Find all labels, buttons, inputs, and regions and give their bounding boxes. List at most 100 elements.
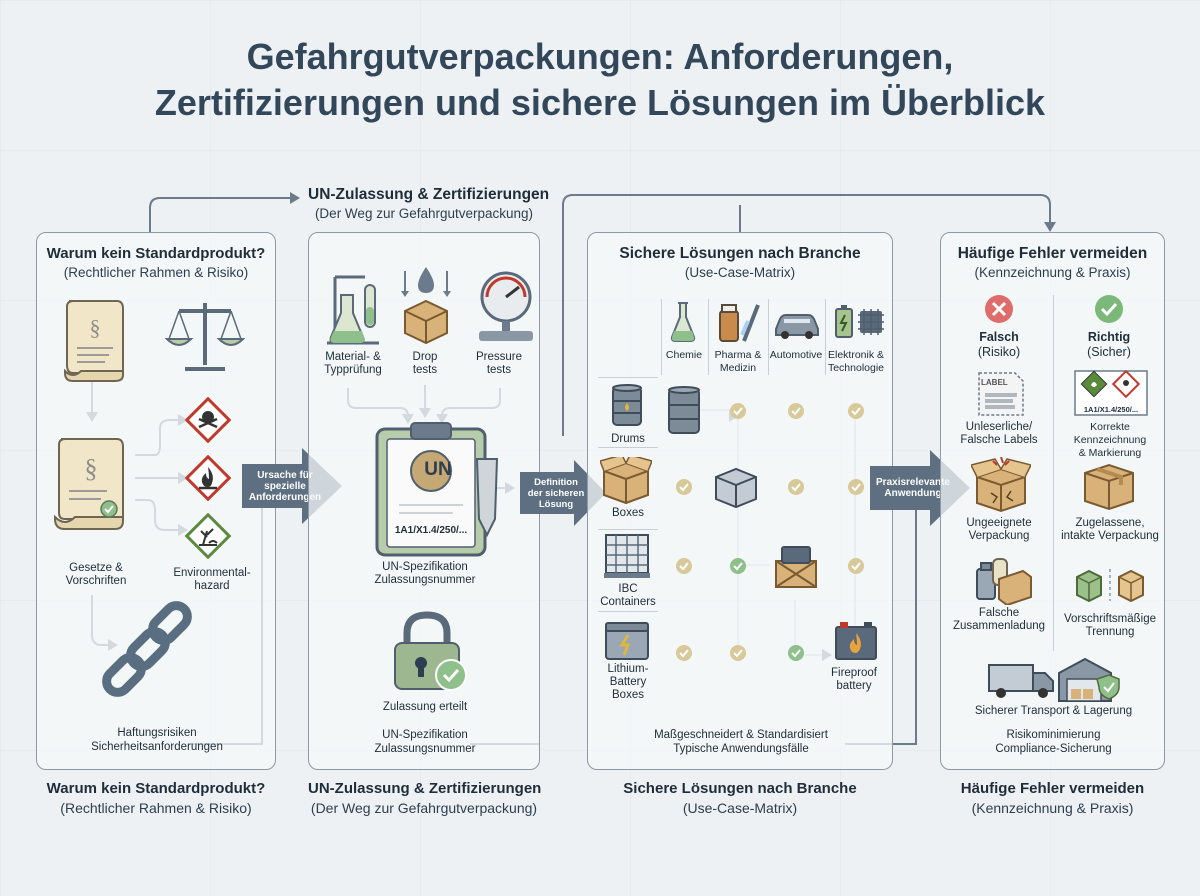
- panel-un-certification: Material- & Typprüfung Drop tests Pressu…: [308, 232, 540, 770]
- right-label-text: Korrekte Kennzeichnung & Markierung: [1073, 421, 1147, 459]
- pharma-medicine-icon: [719, 304, 760, 342]
- damaged-label-icon: [978, 372, 1024, 416]
- panel-industry-matrix: Sichere Lösungen nach Branche (Use-Case-…: [587, 232, 893, 770]
- toxic-hazard-icon: [185, 397, 231, 443]
- truck-warehouse-icon: [988, 657, 1120, 702]
- page-title-line-1: Gefahrgutverpackungen: Anforderungen,: [246, 36, 954, 77]
- panel1-title: Warum kein Standardprodukt?: [46, 245, 266, 262]
- arrow-definition-label: Definition der sicheren Lösung: [527, 476, 585, 510]
- panel-legal-framework: Warum kein Standardprodukt? (Rechtlicher…: [36, 232, 276, 770]
- svg-text:§: §: [85, 454, 98, 483]
- panel1-subtitle: (Rechtlicher Rahmen & Risiko): [63, 265, 249, 280]
- svg-text:§: §: [90, 315, 101, 340]
- matrix-check-icon: [848, 403, 864, 419]
- test-label-pressure: Pressure tests: [475, 351, 523, 376]
- matrix-check-icon: [676, 645, 692, 661]
- page-title-line-2: Zertifizierungen und sichere Lösungen im…: [154, 82, 1046, 123]
- wrong-label-text: Unleserliche/ Falsche Labels: [960, 421, 1038, 446]
- right-loading-text: Vorschriftsmäßige Trennung: [1063, 613, 1157, 638]
- drum-icon: [612, 384, 642, 426]
- panel4-bottom-line1: Risikominimierung: [1006, 729, 1101, 741]
- arrow-cause-label: Ursache für spezielle Anforderungen: [248, 469, 322, 503]
- chain-icon: [102, 601, 192, 697]
- pressure-gauge-icon: [479, 271, 533, 341]
- fireproof-battery-label: Fireproof battery: [830, 667, 878, 692]
- footer-title-1: Warum kein Standardprodukt?: [46, 780, 266, 797]
- matrix-check-icon: [676, 558, 692, 574]
- panel2-bottom-line2: Zulassungsnummer: [374, 743, 476, 755]
- wrong-x-icon: [985, 295, 1013, 323]
- footer-subtitle-3: (Use-Case-Matrix): [682, 800, 798, 816]
- right-packaging-text: Zugelassene, intakte Verpackung: [1061, 517, 1159, 542]
- flow-header-subtitle: (Der Weg zur Gefahrgutverpackung): [314, 206, 534, 221]
- arrow-application-label: Praxisrelevante Anwendung: [876, 477, 950, 499]
- matrix-divider: [708, 299, 709, 375]
- matrix-checkmarks: [676, 403, 864, 661]
- wrong-loading-text: Falsche Zusammenladung: [952, 607, 1046, 632]
- correct-label-icon: [1074, 369, 1148, 416]
- test-label-drop: Drop tests: [412, 351, 438, 376]
- environmental-hazard-label: Environmental- hazard: [173, 567, 251, 592]
- footer-title-2: UN-Zulassung & Zertifizierungen: [308, 780, 542, 797]
- panel4-subtitle: (Kennzeichnung & Praxis): [974, 265, 1131, 280]
- right-title: Richtig: [1087, 330, 1131, 344]
- mixed-loading-icon: [976, 558, 1032, 605]
- panel1-bottom-line2: Sicherheitsanforderungen: [91, 741, 223, 753]
- scales-icon: [165, 303, 245, 371]
- right-subtitle: (Sicher): [1087, 345, 1131, 359]
- right-check-icon: [1095, 295, 1123, 323]
- column-label-chemie: Chemie: [665, 349, 703, 361]
- matrix-check-icon: [730, 645, 746, 661]
- insulated-box-icon: [715, 467, 757, 509]
- matrix-divider: [661, 299, 662, 375]
- panel4-title: Häufige Fehler vermeiden: [957, 245, 1148, 262]
- electronics-battery-chip-icon: [835, 305, 884, 338]
- panel-common-mistakes: Häufige Fehler vermeiden (Kennzeichnung …: [940, 232, 1165, 770]
- lithium-battery-box-icon: [605, 622, 649, 660]
- chemistry-flask-icon: [670, 302, 696, 342]
- arrow-definition: Definition der sicheren Lösung: [520, 460, 606, 526]
- matrix-divider: [598, 529, 658, 530]
- flow-header-title: UN-Zulassung & Zertifizierungen: [308, 186, 550, 203]
- label-word: LABEL: [981, 378, 1008, 387]
- footer-title-3: Sichere Lösungen nach Branche: [623, 780, 857, 797]
- drop-test-icon: [401, 267, 451, 345]
- footer-title-4: Häufige Fehler vermeiden: [960, 780, 1145, 797]
- matrix-divider: [598, 611, 658, 612]
- footer-subtitle-4: (Kennzeichnung & Praxis): [971, 800, 1134, 816]
- column-label-pharma: Pharma & Medizin: [714, 349, 762, 374]
- footer-subtitle-1: (Rechtlicher Rahmen & Risiko): [60, 800, 252, 816]
- panel2-bottom-line1: UN-Spezifikation: [382, 729, 468, 741]
- matrix-divider: [598, 377, 658, 378]
- matrix-drum-icon: [668, 386, 700, 434]
- damaged-box-icon: [971, 457, 1031, 513]
- matrix-check-icon: [676, 479, 692, 495]
- fireproof-battery-icon: [835, 622, 877, 660]
- matrix-check-icon: [730, 403, 746, 419]
- un-spec-label: UN-Spezifikation Zulassungsnummer: [374, 561, 476, 586]
- page-title: Gefahrgutverpackungen: Anforderungen, Ze…: [0, 34, 1200, 126]
- row-label-ibc: IBC Containers: [600, 583, 656, 608]
- transport-label: Sicherer Transport & Lagerung: [974, 705, 1133, 717]
- ibc-container-icon: [604, 534, 650, 578]
- divider-wrong-right: [1053, 295, 1054, 651]
- panel3-title: Sichere Lösungen nach Branche: [619, 245, 861, 262]
- footer-subtitle-2: (Der Weg zur Gefahrgutverpackung): [310, 800, 538, 816]
- panel4-bottom-line2: Compliance-Sicherung: [995, 743, 1112, 755]
- panel3-bottom-line2: Typische Anwendungsfälle: [673, 743, 809, 755]
- wrong-subtitle: (Risiko): [977, 345, 1021, 359]
- matrix-check-icon: [788, 479, 804, 495]
- matrix-divider: [825, 299, 826, 375]
- law-scroll-icon: §: [64, 300, 124, 382]
- row-label-drums: Drums: [611, 433, 645, 445]
- row-label-boxes: Boxes: [612, 507, 644, 519]
- un-code: 1A1/X1.4/250/...: [394, 525, 468, 536]
- matrix-divider: [598, 447, 658, 448]
- test-label-material: Material- & Typprüfung: [324, 351, 382, 376]
- panel3-subtitle: (Use-Case-Matrix): [684, 265, 796, 280]
- lab-flask-icon: [327, 275, 379, 345]
- intact-box-icon: [1084, 463, 1134, 511]
- panel3-bottom-line1: Maßgeschneidert & Standardisiert: [654, 729, 828, 741]
- matrix-check-icon: [788, 645, 804, 661]
- padlock-approved-icon: [394, 611, 467, 691]
